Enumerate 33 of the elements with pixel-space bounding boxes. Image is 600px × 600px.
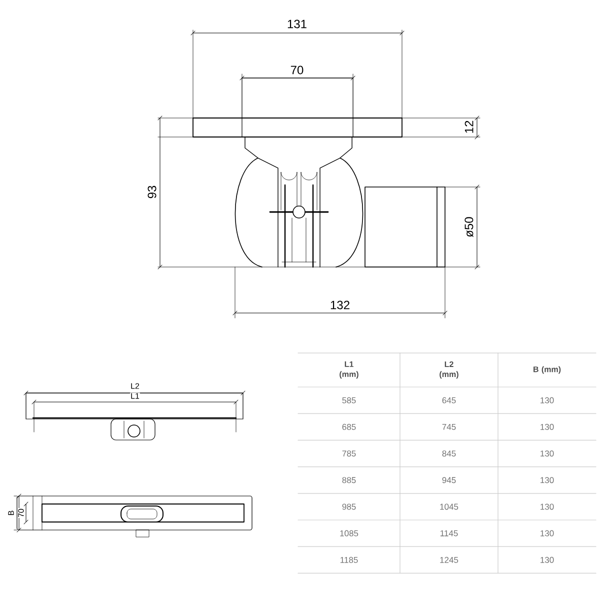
table-value: 885 [342,477,356,484]
table-value: 130 [540,397,554,404]
table-value: 985 [342,504,356,510]
dimension-label: B [8,510,14,516]
table-value: 130 [540,450,554,456]
table-header: L2 (mm) [440,361,458,379]
dimension-label: L2 [130,382,140,390]
table-value: 1085 [340,530,358,536]
table-header: B (mm) [534,366,561,374]
table-value: 130 [540,556,554,563]
table-value: 1245 [440,556,458,563]
dimension-label: 132 [330,300,351,310]
dimension-label: ø50 [464,216,474,238]
dimension-label: 93 [147,184,157,200]
table-value: 130 [540,424,554,430]
dimension-label: 12 [464,120,474,134]
table-value: 785 [342,450,356,456]
table-value: 685 [342,424,356,430]
dimension-label: 131 [286,19,308,29]
dimension-label: 70 [18,508,24,518]
table-value: 130 [540,504,554,510]
table-value: 745 [442,424,456,430]
table-value: 1185 [340,556,358,563]
table-value: 130 [540,530,554,536]
table-value: 1145 [440,530,458,536]
table-header: L1 (mm) [340,361,358,379]
table-value: 645 [442,397,456,404]
table-value: 1045 [440,504,458,510]
table-value: 585 [342,397,356,404]
table-value: 945 [442,477,456,484]
table-value: 130 [540,477,554,484]
table-value: 845 [442,450,456,456]
dimension-label: 70 [290,65,304,75]
